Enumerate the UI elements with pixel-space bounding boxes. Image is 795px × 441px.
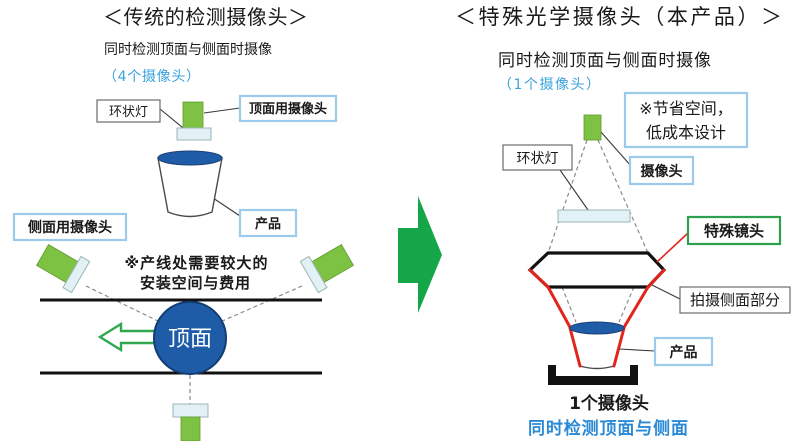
traditional-note-line-2: 安装空间与费用 xyxy=(140,274,250,292)
ring-light-callout: 环状灯 xyxy=(96,99,189,133)
top-face-product: 顶面 xyxy=(153,301,227,375)
product-cup xyxy=(157,150,223,218)
space-saving-note-line-2: 低成本设计 xyxy=(646,123,726,142)
side-capture-label-box xyxy=(679,286,791,314)
special-ring-light-label: 环状灯 xyxy=(517,151,559,167)
top-camera xyxy=(176,101,212,141)
conveyor-direction-arrow xyxy=(97,321,158,353)
top-camera-label-box xyxy=(238,94,338,123)
special-ring-light xyxy=(557,209,631,223)
lens-to-product-view-left xyxy=(561,286,577,323)
special-ring-light-leader-line xyxy=(559,169,589,211)
product-base-platform xyxy=(548,365,638,385)
traditional-description: 同时检测顶面与侧面时摄像 xyxy=(104,42,272,58)
top-face-label: 顶面 xyxy=(168,327,212,352)
lens-side-edge-right xyxy=(646,268,666,289)
camera-callout: 摄像头 xyxy=(600,131,695,186)
special-lens-leader-line xyxy=(656,232,689,263)
special-camera-body xyxy=(583,114,602,141)
right-side-camera-ring-light xyxy=(299,255,328,294)
product-top-surface xyxy=(157,150,223,166)
top-camera-leader-line xyxy=(203,107,241,114)
traditional-note-line-1: ※产线处需要较大的 xyxy=(125,254,268,272)
space-saving-note: ※节省空间， 低成本设计 xyxy=(623,91,749,149)
bottom-camera-ring-light xyxy=(172,403,209,418)
right-side-camera xyxy=(299,244,354,294)
special-ring-light-callout: 环状灯 xyxy=(502,144,589,211)
special-product-label: 产品 xyxy=(670,344,698,361)
traditional-camera-count: （4个摄像头） xyxy=(103,69,200,85)
camera-leader-line xyxy=(600,131,632,167)
top-camera-label: 顶面用摄像头 xyxy=(249,101,327,117)
special-ring-light-label-box xyxy=(502,144,573,171)
traditional-camera-panel: ＜传统的检测摄像头＞ 同时检测顶面与侧面时摄像 （4个摄像头） 环状灯 顶面用摄… xyxy=(12,5,354,441)
traditional-title: ＜传统的检测摄像头＞ xyxy=(103,5,308,29)
side-capture-leader-line xyxy=(651,284,681,300)
special-lens-callout: 特殊镜头 xyxy=(656,215,782,263)
space-saving-note-box xyxy=(623,91,749,149)
simultaneous-inspection-caption: 同时检测顶面与侧面 xyxy=(528,418,688,439)
special-lens-label: 特殊镜头 xyxy=(704,222,764,240)
special-camera-count: （1个摄像头） xyxy=(498,77,600,93)
top-camera-callout: 顶面用摄像头 xyxy=(203,94,338,123)
side-capture-callout: 拍摄侧面部分 xyxy=(651,284,791,314)
ring-light-label-box xyxy=(96,99,161,123)
top-camera-body xyxy=(182,101,204,129)
side-camera-label: 侧面用摄像头 xyxy=(28,219,112,236)
side-ray-right xyxy=(621,285,650,331)
bottom-camera xyxy=(172,403,209,441)
side-capture-label: 拍摄侧面部分 xyxy=(690,291,780,309)
special-lens-label-box xyxy=(686,215,782,246)
left-side-camera xyxy=(36,244,91,294)
special-product-side-left xyxy=(568,326,582,368)
special-product-leader-line xyxy=(618,348,656,352)
product-cup-body xyxy=(157,157,223,218)
top-camera-ring-light xyxy=(176,127,212,141)
transition-arrow xyxy=(398,196,442,313)
product-callout: 产品 xyxy=(203,191,298,238)
lens-side-edge-left xyxy=(528,268,550,289)
single-camera-caption: 1个摄像头 xyxy=(569,393,649,414)
side-camera-callout: 侧面用摄像头 xyxy=(12,212,128,242)
bottom-camera-body xyxy=(180,416,201,441)
camera-view-line-left xyxy=(547,139,588,254)
right-side-view-line xyxy=(219,285,303,323)
special-product-callout: 产品 xyxy=(618,336,714,367)
special-product-cup xyxy=(568,321,626,370)
special-title: ＜特殊光学摄像头（本产品）＞ xyxy=(455,5,782,29)
ring-light-label: 环状灯 xyxy=(109,105,148,120)
camera-label-box xyxy=(628,155,695,186)
lens-to-product-view-right xyxy=(618,286,635,323)
special-product-top-surface xyxy=(569,321,625,335)
special-lens xyxy=(527,251,667,331)
special-camera-panel: ＜特殊光学摄像头（本产品）＞ 同时检测顶面与侧面时摄像 （1个摄像头） ※节省空… xyxy=(455,5,791,439)
special-lens-body xyxy=(527,251,667,289)
space-saving-note-line-1: ※节省空间， xyxy=(639,99,732,118)
product-label: 产品 xyxy=(255,216,281,232)
special-product-side-right xyxy=(612,326,626,368)
special-product-label-box xyxy=(653,336,714,367)
top-face-circle xyxy=(153,301,227,375)
side-ray-left xyxy=(546,285,573,331)
product-label-box xyxy=(238,208,298,238)
side-camera-label-box xyxy=(12,212,128,242)
special-description: 同时检测顶面与侧面时摄像 xyxy=(498,51,711,71)
left-side-camera-ring-light xyxy=(62,255,91,294)
camera-label: 摄像头 xyxy=(641,163,683,180)
